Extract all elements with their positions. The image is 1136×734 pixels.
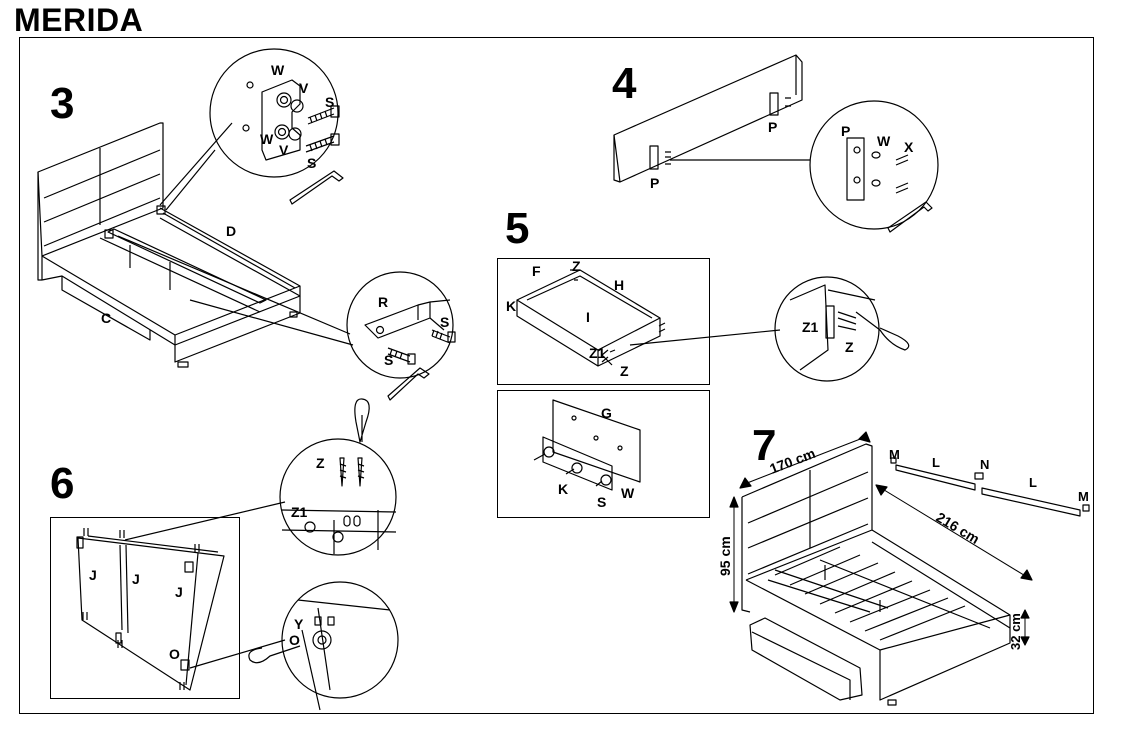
step-4-headboard: [613, 54, 803, 183]
label-M: M: [1078, 489, 1089, 504]
label-W: W: [260, 131, 274, 147]
label-P: P: [650, 175, 659, 191]
allen-key-icon: [387, 367, 430, 401]
label-Z: Z: [845, 339, 854, 355]
step-7-accessories: [890, 457, 1090, 517]
label-F: F: [532, 263, 541, 279]
label-O: O: [289, 632, 300, 648]
step-7-number: 7: [752, 421, 777, 470]
step-6-detail-screws: [279, 438, 397, 556]
step-3-detail-bracket: [209, 48, 340, 178]
step-6-headboard-back: [76, 528, 225, 691]
step-4-number: 4: [612, 59, 637, 108]
step-6-number: 6: [50, 459, 75, 508]
label-H: H: [614, 277, 624, 293]
label-S: S: [384, 352, 393, 368]
dimension-drawer: 32 cm: [1008, 613, 1023, 650]
label-C: C: [101, 310, 111, 326]
label-R: R: [378, 294, 388, 310]
step-5-detail-drawer: [774, 276, 910, 382]
step-6-detail-cam: [248, 581, 399, 711]
label-J: J: [89, 567, 97, 583]
label-W: W: [877, 133, 891, 149]
page-title: MERIDA: [14, 2, 144, 38]
label-V: V: [279, 142, 289, 158]
label-K: K: [506, 298, 516, 314]
label-Z1: Z1: [291, 504, 308, 520]
label-W: W: [621, 485, 635, 501]
label-S: S: [597, 494, 606, 510]
step-5-front-box: [497, 390, 710, 518]
label-Z: Z: [572, 258, 581, 274]
label-X: X: [904, 139, 914, 155]
label-J: J: [175, 584, 183, 600]
allen-key-icon: [289, 170, 344, 205]
step-4-detail: [809, 100, 939, 233]
label-S: S: [325, 94, 334, 110]
label-Z1: Z1: [802, 319, 819, 335]
step-5-drawer: [516, 269, 666, 367]
dimension-length: 216 cm: [933, 509, 982, 547]
label-Y: Y: [294, 616, 304, 632]
cam-key-icon: [354, 398, 370, 443]
step-5-front-panel: [533, 399, 641, 491]
label-D: D: [226, 223, 236, 239]
label-Z: Z: [316, 455, 325, 471]
label-N: N: [980, 457, 989, 472]
step-5-drawer-box: [497, 258, 710, 385]
label-K: K: [558, 481, 568, 497]
label-M: M: [889, 447, 900, 462]
step-7-assembled-bed: [741, 443, 1011, 706]
step-3-bed-frame: [37, 122, 301, 368]
label-G: G: [601, 405, 612, 421]
label-P: P: [768, 119, 777, 135]
label-L: L: [1029, 475, 1037, 490]
dimension-height: 95 cm: [717, 536, 733, 576]
label-W: W: [271, 62, 285, 78]
label-S: S: [440, 314, 449, 330]
label-J: J: [132, 571, 140, 587]
step-3-number: 3: [50, 79, 75, 128]
label-V: V: [299, 80, 309, 96]
label-P: P: [841, 123, 850, 139]
step-3-detail-rail: [346, 271, 456, 379]
label-Z: Z: [620, 363, 629, 379]
label-I: I: [586, 309, 590, 325]
step-5-number: 5: [505, 204, 530, 253]
instruction-frame: [19, 37, 1094, 714]
label-Z1: Z1: [589, 345, 606, 361]
label-L: L: [932, 455, 940, 470]
step-6-box: [50, 517, 240, 699]
label-S: S: [307, 155, 316, 171]
label-O: O: [169, 646, 180, 662]
